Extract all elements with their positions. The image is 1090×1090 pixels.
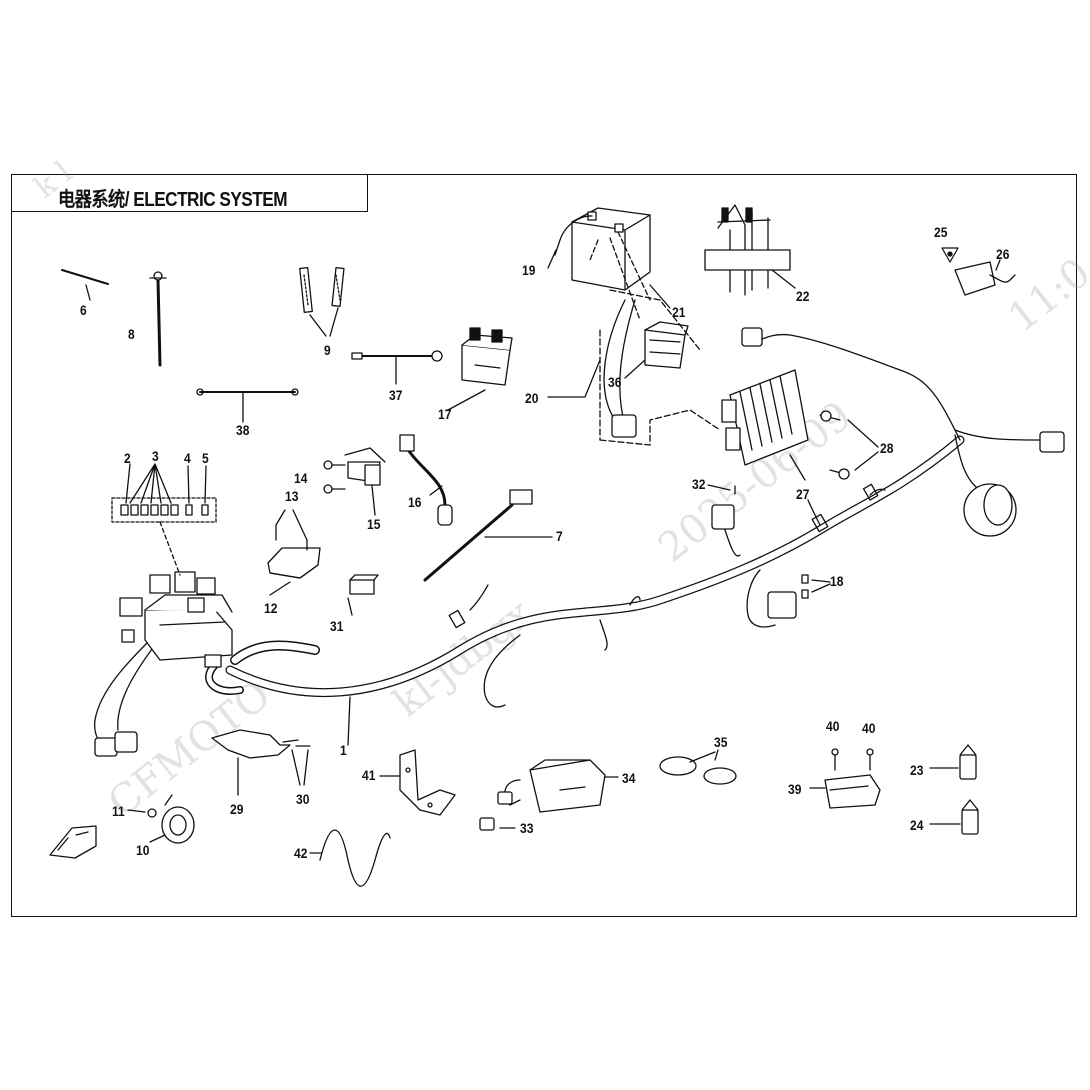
part-17 bbox=[447, 327, 513, 411]
callout-6: 6 bbox=[80, 302, 87, 318]
part-37 bbox=[351, 350, 443, 385]
callout-31: 31 bbox=[330, 618, 344, 634]
part-38 bbox=[196, 388, 299, 423]
fuse-set bbox=[111, 463, 217, 576]
callout-28: 28 bbox=[880, 440, 894, 456]
callout-39: 39 bbox=[788, 781, 802, 797]
callout-3: 3 bbox=[152, 448, 159, 464]
part-25-26 bbox=[941, 247, 1016, 296]
callout-34: 34 bbox=[622, 770, 636, 786]
callout-40b: 40 bbox=[862, 720, 876, 736]
part-42 bbox=[319, 829, 391, 887]
callout-38: 38 bbox=[236, 422, 250, 438]
part-corner bbox=[49, 825, 97, 859]
part-35 bbox=[659, 749, 737, 785]
callout-11: 11 bbox=[112, 803, 125, 819]
part-9 bbox=[299, 267, 345, 337]
callout-26: 26 bbox=[996, 246, 1010, 262]
callout-33: 33 bbox=[520, 820, 534, 836]
callout-8: 8 bbox=[128, 326, 135, 342]
callout-9: 9 bbox=[324, 342, 331, 358]
part-22 bbox=[704, 204, 796, 296]
part-41 bbox=[379, 749, 456, 816]
part-27 bbox=[721, 369, 809, 481]
callout-32: 32 bbox=[692, 476, 706, 492]
callout-14: 14 bbox=[294, 470, 308, 486]
callout-17: 17 bbox=[438, 406, 452, 422]
callout-7: 7 bbox=[556, 528, 563, 544]
callout-10: 10 bbox=[136, 842, 150, 858]
part-battery bbox=[547, 207, 671, 321]
part-36 bbox=[624, 321, 689, 379]
part-7 bbox=[423, 489, 553, 582]
harness-right-connectors bbox=[741, 327, 1065, 537]
callout-21: 21 bbox=[672, 304, 686, 320]
callout-35: 35 bbox=[714, 734, 728, 750]
callout-4: 4 bbox=[184, 450, 191, 466]
callout-15: 15 bbox=[367, 516, 381, 532]
part-12-13 bbox=[267, 509, 321, 596]
fuse-box bbox=[94, 571, 233, 757]
part-29-30 bbox=[211, 729, 311, 796]
main-wire-harness bbox=[94, 333, 1041, 749]
callout-13: 13 bbox=[285, 488, 299, 504]
title-box bbox=[11, 174, 368, 212]
callout-41: 41 bbox=[362, 767, 376, 783]
callout-37: 37 bbox=[389, 387, 403, 403]
part-8 bbox=[149, 271, 167, 367]
callout-5: 5 bbox=[202, 450, 209, 466]
callout-27: 27 bbox=[796, 486, 810, 502]
callout-19: 19 bbox=[522, 262, 536, 278]
part-16 bbox=[399, 434, 453, 526]
callout-2: 2 bbox=[124, 450, 131, 466]
callout-1: 1 bbox=[340, 742, 347, 758]
part-33-34 bbox=[479, 759, 619, 831]
callout-30: 30 bbox=[296, 791, 310, 807]
callout-29: 29 bbox=[230, 801, 244, 817]
part-32 bbox=[707, 484, 736, 530]
part-14-15 bbox=[323, 447, 386, 516]
part-23-24 bbox=[929, 744, 979, 835]
callout-20: 20 bbox=[525, 390, 539, 406]
callout-16: 16 bbox=[408, 494, 422, 510]
diagram-title: 电器系统/ ELECTRIC SYSTEM bbox=[58, 189, 288, 211]
callout-36: 36 bbox=[608, 374, 622, 390]
callout-12: 12 bbox=[264, 600, 278, 616]
callout-18: 18 bbox=[830, 573, 844, 589]
part-18 bbox=[767, 574, 831, 619]
part-31 bbox=[347, 574, 379, 616]
part-6 bbox=[61, 269, 109, 285]
part-28 bbox=[819, 410, 879, 480]
callout-25: 25 bbox=[934, 224, 948, 240]
part-20 bbox=[547, 289, 721, 446]
callout-40a: 40 bbox=[826, 718, 840, 734]
callout-23: 23 bbox=[910, 762, 924, 778]
part-10-11 bbox=[127, 794, 195, 844]
callout-22: 22 bbox=[796, 288, 810, 304]
callout-42: 42 bbox=[294, 845, 308, 861]
callout-24: 24 bbox=[910, 817, 924, 833]
part-39-40 bbox=[809, 748, 881, 809]
